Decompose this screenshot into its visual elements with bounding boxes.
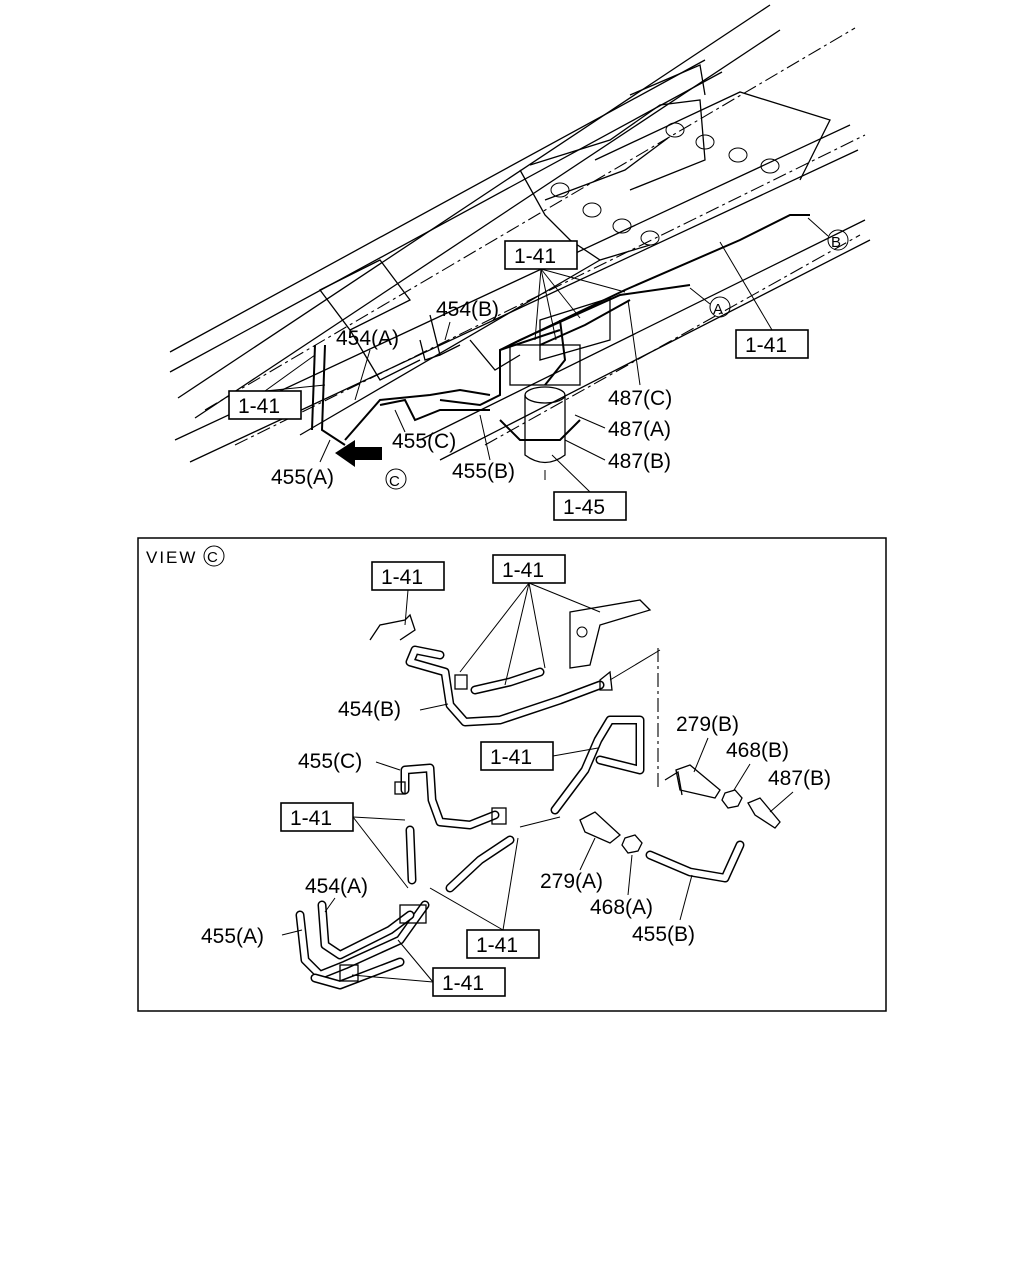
- ref-1-41-view-e: 1-41: [476, 934, 518, 957]
- view-c-fittings: [339, 599, 781, 982]
- label-454a-view: 454(A): [305, 875, 368, 898]
- circle-c-marker: [385, 468, 407, 490]
- ref-1-41-top-a: 1-41: [514, 245, 556, 268]
- view-direction-arrow: [335, 440, 382, 467]
- label-454a-top: 454(A): [336, 327, 399, 350]
- label-468a-view: 468(A): [590, 896, 653, 919]
- label-487a-top: 487(A): [608, 418, 671, 441]
- view-c-title-letter: C: [207, 549, 218, 566]
- label-455b-view: 455(B): [632, 923, 695, 946]
- label-455c-top: 455(C): [392, 430, 456, 453]
- view-c-title-circle: [203, 545, 225, 567]
- label-455b-top: 455(B): [452, 460, 515, 483]
- ref-box-1-41-view-e: [466, 929, 540, 959]
- view-c-title: VIEW: [146, 548, 197, 567]
- ref-1-41-view-a: 1-41: [381, 566, 423, 589]
- circle-c-letter: C: [389, 473, 400, 490]
- view-c-panel: [137, 537, 887, 1012]
- ref-1-41-top-c: 1-41: [238, 395, 280, 418]
- top-labels: 454(B) 454(A) 455(C) 455(A) 455(B) 487(C…: [228, 217, 849, 521]
- label-455c-view: 455(C): [298, 750, 362, 773]
- label-279b-view: 279(B): [676, 713, 739, 736]
- ref-1-41-top-b: 1-41: [745, 334, 787, 357]
- ref-box-1-41-top-a: [504, 240, 578, 270]
- ref-box-1-41-view-b: [492, 554, 566, 584]
- label-454b-view: 454(B): [338, 698, 401, 721]
- ref-box-1-41-view-c: [480, 741, 554, 771]
- view-c-pipes: [295, 645, 745, 990]
- label-279a-view: 279(A): [540, 870, 603, 893]
- circle-a-letter: A: [713, 301, 723, 318]
- ref-1-41-view-f: 1-41: [442, 972, 484, 995]
- circle-b-letter: B: [831, 234, 841, 251]
- label-455a-view: 455(A): [201, 925, 264, 948]
- label-454b-top: 454(B): [436, 298, 499, 321]
- ref-1-41-view-d: 1-41: [290, 807, 332, 830]
- label-487b-view: 487(B): [768, 767, 831, 790]
- circle-b-marker: [827, 229, 849, 251]
- label-487c-top: 487(C): [608, 387, 672, 410]
- label-455a-top: 455(A): [271, 466, 334, 489]
- ref-1-41-view-b: 1-41: [502, 559, 544, 582]
- view-c-labels: 454(B) 455(C) 454(A) 455(A) 279(B) 468(B…: [201, 554, 831, 997]
- circle-a-marker: [709, 296, 731, 318]
- label-487b-top: 487(B): [608, 450, 671, 473]
- ref-box-1-41-top-b: [735, 329, 809, 359]
- ref-1-45-top: 1-45: [563, 496, 605, 519]
- ref-1-41-view-c: 1-41: [490, 746, 532, 769]
- label-468b-view: 468(B): [726, 739, 789, 762]
- fuel-filter: [509, 297, 611, 480]
